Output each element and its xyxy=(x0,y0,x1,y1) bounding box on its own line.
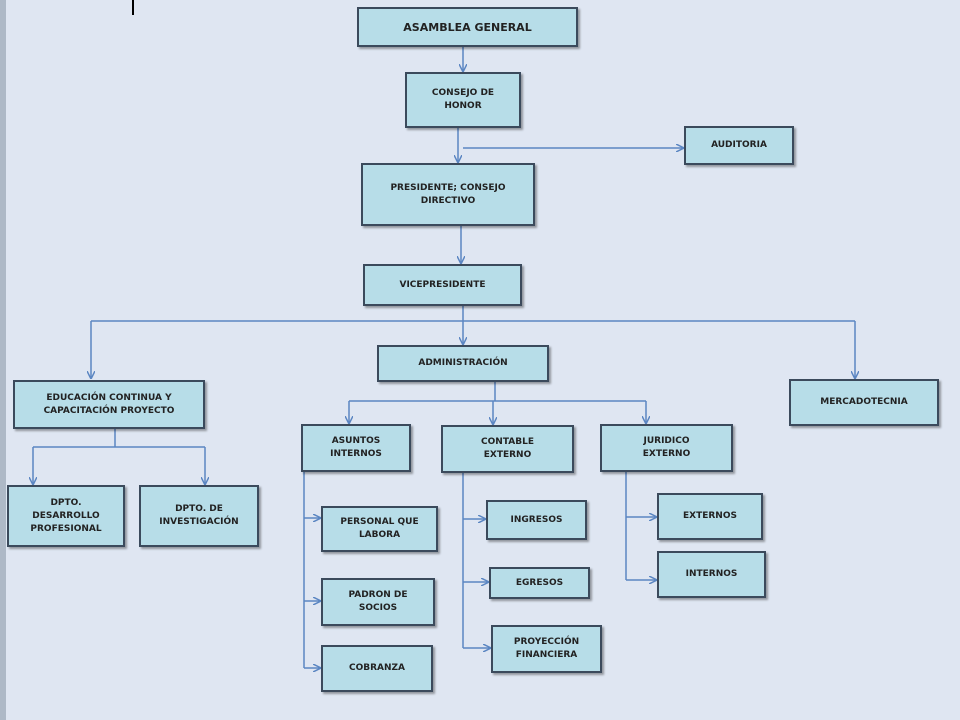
node-dpto-desarrollo: DPTO. DESARROLLO PROFESIONAL xyxy=(7,485,125,547)
node-auditoria: AUDITORIA xyxy=(684,126,794,165)
node-label: MERCADOTECNIA xyxy=(820,397,908,407)
node-label: ASUNTOS INTERNOS xyxy=(330,436,382,459)
node-dpto-investigacion: DPTO. DE INVESTIGACIÓN xyxy=(139,485,259,547)
node-label: PROYECCIÓN FINANCIERA xyxy=(513,637,580,660)
node-label: INTERNOS xyxy=(685,569,738,579)
node-internos: INTERNOS xyxy=(657,551,766,598)
node-mercadotecnia: MERCADOTECNIA xyxy=(789,379,939,426)
node-label: JURIDICO EXTERNO xyxy=(642,436,691,459)
node-label: AUDITORIA xyxy=(711,140,767,150)
node-juridico-externo: JURIDICO EXTERNO xyxy=(600,424,733,472)
node-administracion: ADMINISTRACIÓN xyxy=(377,345,549,382)
node-label: DPTO. DE INVESTIGACIÓN xyxy=(159,504,239,527)
node-proyeccion-financiera: PROYECCIÓN FINANCIERA xyxy=(491,625,602,673)
node-label: PERSONAL QUE LABORA xyxy=(340,517,419,540)
node-label: PRESIDENTE; CONSEJO DIRECTIVO xyxy=(390,182,506,206)
node-cobranza: COBRANZA xyxy=(321,645,433,692)
node-externos: EXTERNOS xyxy=(657,493,763,540)
node-label: PADRON DE SOCIOS xyxy=(348,590,408,613)
node-ingresos: INGRESOS xyxy=(486,500,587,540)
node-label: ASAMBLEA GENERAL xyxy=(403,20,532,34)
node-presidente: PRESIDENTE; CONSEJO DIRECTIVO xyxy=(361,163,535,226)
node-padron-socios: PADRON DE SOCIOS xyxy=(321,578,435,626)
node-label: DPTO. DESARROLLO PROFESIONAL xyxy=(30,497,102,534)
node-asuntos-internos: ASUNTOS INTERNOS xyxy=(301,424,411,472)
node-label: EGRESOS xyxy=(515,577,564,588)
node-egresos: EGRESOS xyxy=(489,567,590,599)
node-educacion-continua: EDUCACIÓN CONTINUA Y CAPACITACIÓN PROYEC… xyxy=(13,380,205,429)
node-vicepresidente: VICEPRESIDENTE xyxy=(363,264,522,306)
node-label: CONTABLE EXTERNO xyxy=(481,437,534,460)
node-contable-externo: CONTABLE EXTERNO xyxy=(441,425,574,473)
node-label: EDUCACIÓN CONTINUA Y CAPACITACIÓN PROYEC… xyxy=(43,392,175,416)
left-border xyxy=(0,0,6,720)
node-asamblea-general: ASAMBLEA GENERAL xyxy=(357,7,578,47)
text-cursor xyxy=(132,0,134,15)
node-label: CONSEJO DE HONOR xyxy=(431,88,495,111)
node-personal-labora: PERSONAL QUE LABORA xyxy=(321,506,438,552)
node-label: EXTERNOS xyxy=(683,511,737,521)
node-label: INGRESOS xyxy=(510,514,563,525)
node-consejo-honor: CONSEJO DE HONOR xyxy=(405,72,521,128)
node-label: VICEPRESIDENTE xyxy=(399,279,486,290)
node-label: COBRANZA xyxy=(348,663,406,673)
node-label: ADMINISTRACIÓN xyxy=(418,358,508,368)
